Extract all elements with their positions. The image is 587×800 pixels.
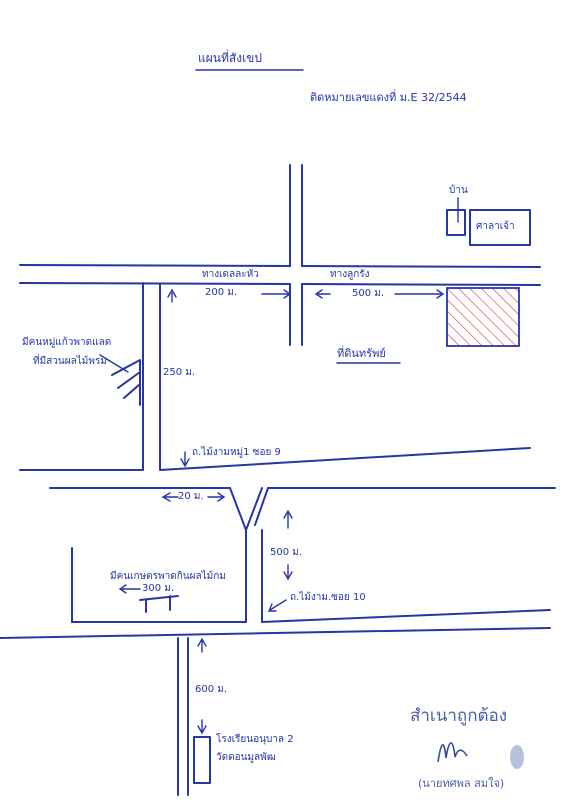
school-label-line2: วัดดอนมูลพัฒ [216,752,276,763]
arrow-up-600 [197,637,207,653]
arrow-left-500 [314,289,331,299]
arrow-up-200 [167,288,177,303]
arrow-down-soi9 [180,451,190,468]
map-title: แผนที่สังเขป [198,51,262,65]
arrow-left-300 [118,584,141,594]
house-label: บ้าน [449,185,468,196]
arrow-right-200 [261,289,292,299]
road-label-north-left: ทางเดลละหัว [202,269,259,280]
arrow-right-500 [394,289,445,299]
soi-10-label: ถ.ไม้งาม.ซอย 10 [290,592,366,603]
signer-name: (นายทศพล สมใจ) [418,777,505,790]
arrow-down-school [197,719,207,735]
arrow-right-20 [207,492,226,502]
house-box [446,209,466,236]
distance-600: 600 ม. [195,684,228,695]
property-label: ที่ดินทรัพย์ [337,347,386,360]
distance-300: 300 ม. [142,583,175,594]
soi-9-label: ถ.ไม้งามหมู่1 ซอย 9 [192,447,281,458]
shrine-box [469,209,531,246]
left-sign-pointer [99,354,129,373]
left-road-east-edge [159,283,531,471]
lower-road-upper-right [261,609,551,623]
arrow-left-20 [161,492,179,502]
ink-smudge [510,745,524,769]
middle-note: มีคนเกษตรพาดกินผลไม้กม [110,571,226,582]
school-label-line1: โรงเรียนอนุบาล 2 [216,734,294,745]
left-note-line2: ที่มีสวนผลไม้พรม [33,356,107,367]
arrow-down-500 [283,564,293,581]
road-label-north-right: ทางลูกรัง [330,269,370,280]
distance-500-mid: 500 ม. [270,547,303,558]
top-road-upper-edge [19,264,541,268]
top-road-lower-edge [19,282,541,286]
distance-20: 20 ม. [178,491,204,502]
distance-250: 250 ม. [163,367,196,378]
lower-road-lower-edge [0,627,551,639]
y-fork-outer [254,487,286,526]
shrine-label: ศาลาเจ้า [476,221,515,232]
left-note-line1: มีคนหมู่แก้วพาดแลด [22,337,112,348]
property-parcel [446,287,520,347]
arrow-up-500 [283,509,293,529]
signature-scribble [437,742,468,763]
certified-copy-stamp: สำเนาถูกต้อง [410,706,508,726]
distance-200: 200 ม. [205,287,238,298]
school-building [193,736,211,784]
left-road-west-edge [19,282,144,471]
distance-500-top: 500 ม. [352,288,385,299]
arrow-soi10 [267,599,287,612]
middle-sign [139,595,179,613]
y-fork-inner [229,487,263,531]
left-sign [111,359,141,406]
map-subtitle: ติดหมายเลขแดงที่ ม.E 32/2544 [310,91,467,104]
